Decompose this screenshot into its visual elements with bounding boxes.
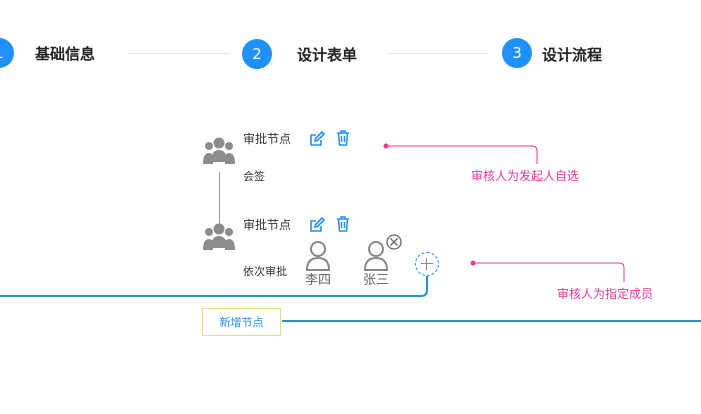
edit-icon[interactable]	[309, 216, 326, 237]
annotation-node-1: 审核人为发起人自选	[471, 169, 580, 183]
user-icon	[305, 241, 331, 271]
remove-approver-icon[interactable]	[386, 234, 402, 254]
step-2-circle[interactable]: 2	[242, 39, 272, 69]
add-approver-button[interactable]	[415, 252, 439, 276]
node-connector	[219, 172, 220, 226]
step-connector	[128, 53, 230, 54]
delete-icon[interactable]	[336, 216, 350, 236]
user-icon	[363, 241, 389, 271]
step-2-label[interactable]: 设计表单	[297, 46, 358, 64]
approver-name: 张三	[362, 273, 389, 288]
add-node-button[interactable]: 新增节点	[202, 308, 281, 336]
node-2-title: 审批节点	[243, 218, 292, 232]
annotation-leader	[473, 262, 625, 282]
approver-lisi[interactable]: 李四	[298, 240, 338, 288]
group-icon	[203, 136, 235, 170]
delete-icon[interactable]	[336, 130, 350, 150]
step-3-number: 3	[512, 44, 522, 62]
step-3-circle[interactable]: 3	[502, 38, 532, 68]
annotation-leader	[386, 145, 538, 164]
annotation-dot	[383, 143, 389, 149]
step-2-number: 2	[252, 45, 262, 63]
step-3-label[interactable]: 设计流程	[542, 46, 603, 64]
approver-name: 李四	[304, 273, 331, 288]
step-1-label[interactable]: 基础信息	[35, 45, 96, 63]
step-connector	[387, 53, 489, 54]
node-1-title: 审批节点	[243, 132, 292, 146]
group-icon	[203, 222, 235, 256]
node-2-subtitle: 依次审批	[243, 265, 287, 278]
node-1-subtitle: 会签	[243, 170, 265, 183]
step-1-number: 1	[0, 44, 4, 62]
annotation-node-2: 审核人为指定成员	[557, 287, 654, 301]
annotation-dot	[470, 260, 476, 266]
edit-icon[interactable]	[309, 130, 326, 151]
step-1-circle[interactable]: 1	[0, 38, 14, 68]
